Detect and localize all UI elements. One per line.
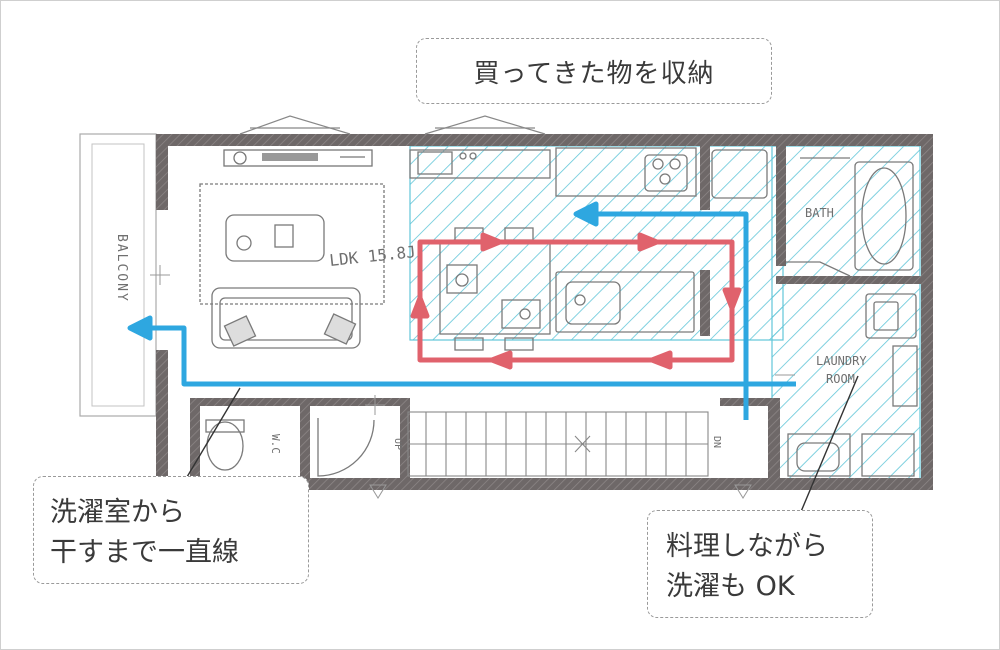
cook-callout-line-1: 料理しながら bbox=[666, 531, 828, 562]
living-furniture bbox=[199, 183, 385, 349]
windows bbox=[239, 115, 546, 135]
tv-board bbox=[223, 149, 373, 167]
stairs-up-label: UP bbox=[392, 438, 403, 450]
ldk-label: LDK 15.8J bbox=[328, 242, 416, 270]
cooking-laundry-callout: 料理しながら 洗濯も OK bbox=[647, 510, 873, 618]
storage-callout: 買ってきた物を収納 bbox=[416, 38, 772, 104]
kitchen-loop-path bbox=[410, 232, 742, 370]
laundry-callout-line-2: 干すまで一直線 bbox=[50, 537, 239, 568]
wc-fixtures bbox=[205, 418, 375, 477]
laundry-callout-line-1: 洗濯室から bbox=[50, 497, 185, 528]
balcony-label: BALCONY bbox=[114, 234, 129, 303]
laundry-route-callout: 洗濯室から 干すまで一直線 bbox=[33, 476, 309, 584]
staircase bbox=[407, 411, 709, 477]
laundry-route-path bbox=[127, 201, 796, 420]
callout-leaders bbox=[183, 375, 859, 515]
walls bbox=[156, 134, 933, 490]
storage-callout-text: 買ってきた物を収納 bbox=[473, 58, 715, 89]
bath-label: BATH bbox=[805, 206, 834, 220]
wc-label: W.C bbox=[269, 434, 282, 454]
bath-fixtures bbox=[786, 157, 914, 277]
cook-callout-line-2: 洗濯も OK bbox=[666, 571, 795, 602]
laundry-room-label-2: ROOM bbox=[826, 372, 855, 386]
laundry-fixtures bbox=[787, 293, 918, 477]
laundry-room-label: LAUNDRY bbox=[816, 354, 867, 368]
kitchen-counter bbox=[409, 147, 768, 333]
stairs-down-label: DN bbox=[711, 436, 722, 448]
